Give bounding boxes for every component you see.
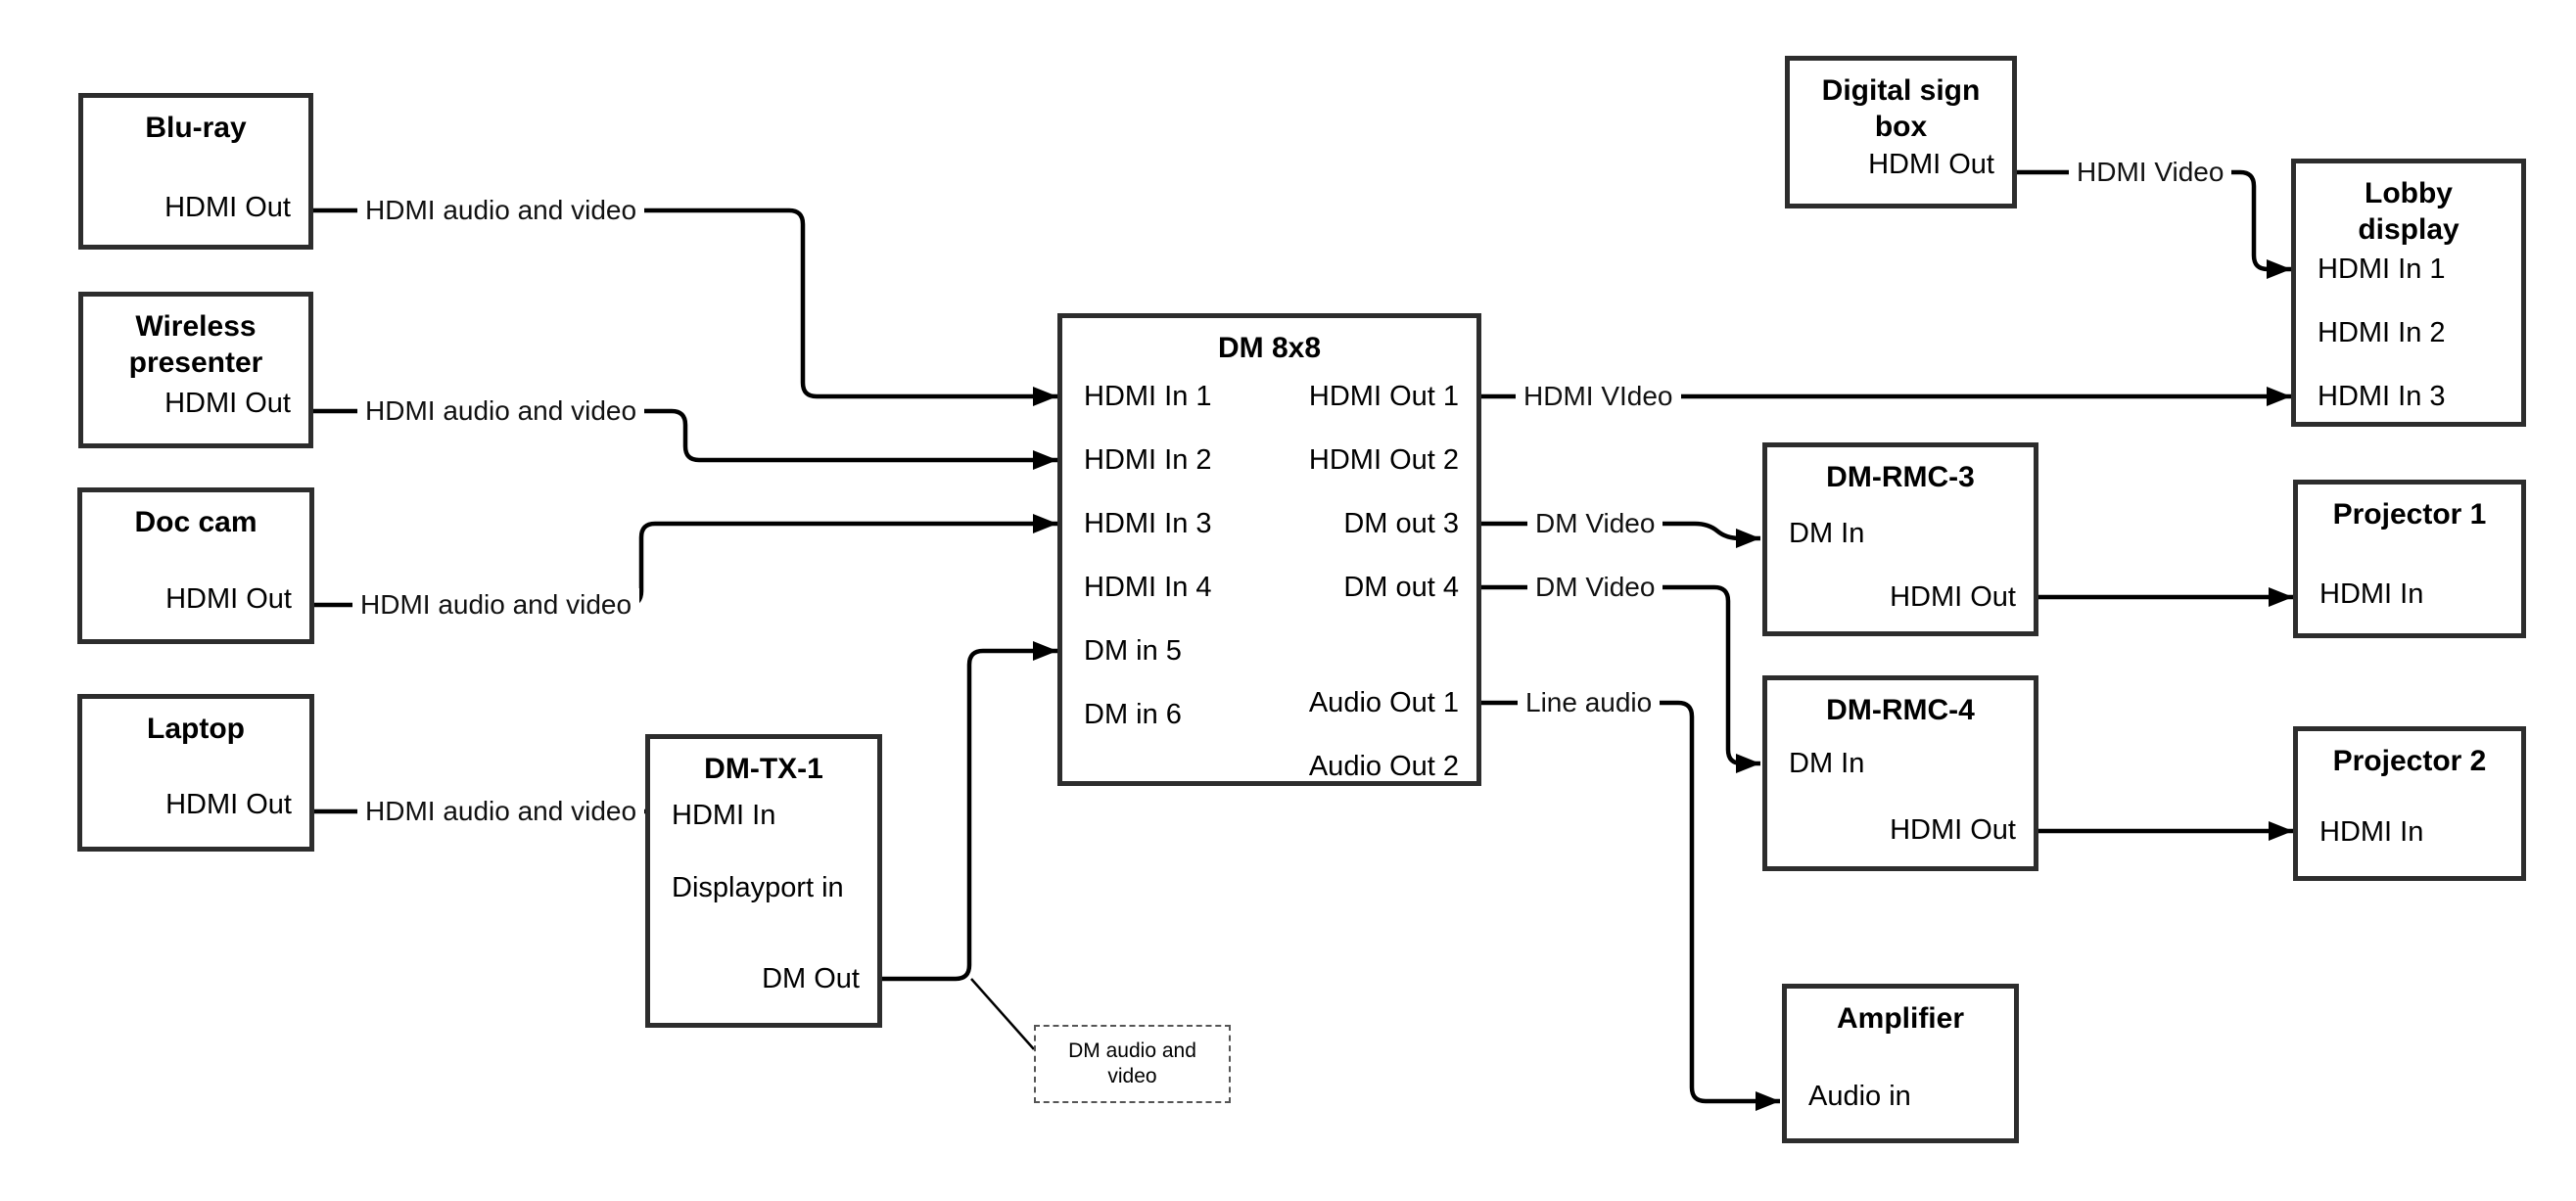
edge-label-bluray-to-dm8x8-in1: HDMI audio and video xyxy=(357,194,645,227)
edge-label-dm8x8-out4-to-rmc4: DM Video xyxy=(1527,571,1663,604)
edge-label-doccam-to-dm8x8-in3: HDMI audio and video xyxy=(352,588,640,622)
edge-label-wireless-to-dm8x8-in2: HDMI audio and video xyxy=(357,394,645,428)
device-projector-1: Projector 1 HDMI In xyxy=(2293,480,2526,638)
port-label: Audio in xyxy=(1808,1081,1911,1112)
node-title: Doc cam xyxy=(134,506,258,538)
port-label: HDMI In 1 xyxy=(1084,381,1212,412)
annotation-dm-audio-video: DM audio and video xyxy=(1034,1025,1231,1103)
node-title: Projector 2 xyxy=(2332,745,2487,777)
port-label: HDMI Out xyxy=(164,388,291,419)
edge-digitalsign-to-lobby-in1 xyxy=(2017,169,2291,279)
node-title: Blu-ray xyxy=(145,112,247,144)
edge-label-laptop-to-dmtx1: HDMI audio and video xyxy=(357,795,645,828)
node-title: box xyxy=(1874,111,1928,143)
annotation-text-line: video xyxy=(1107,1065,1157,1087)
device-projector-2: Projector 2 HDMI In xyxy=(2293,726,2526,881)
port-label: HDMI Out 2 xyxy=(1308,444,1459,476)
port-label: DM In xyxy=(1789,518,1865,549)
port-label: DM out 3 xyxy=(1343,508,1459,539)
edge-dm8x8-out3-to-rmc3 xyxy=(1481,521,1760,548)
port-label: HDMI Out xyxy=(165,583,292,615)
port-label: HDMI In 4 xyxy=(1084,572,1212,603)
device-dm-rmc-4: DM-RMC-4 DM In HDMI Out xyxy=(1762,675,2038,871)
port-label: HDMI Out xyxy=(1890,814,2016,846)
node-title: DM-RMC-3 xyxy=(1826,461,1975,493)
annotation-leader-line xyxy=(970,978,1035,1050)
edge-dmtx1-to-dm8x8-in5 xyxy=(882,641,1057,982)
port-label: HDMI In 3 xyxy=(2318,381,2446,412)
port-label: HDMI Out xyxy=(1868,149,1994,180)
node-title: Projector 1 xyxy=(2332,498,2487,531)
node-title: DM 8x8 xyxy=(1217,332,1322,364)
edge-bluray-to-dm8x8-in1 xyxy=(313,208,1057,406)
node-title: Digital sign xyxy=(1821,74,1981,107)
node-title: Amplifier xyxy=(1836,1002,1965,1035)
port-label: Displayport in xyxy=(672,872,844,903)
port-label: DM out 4 xyxy=(1343,572,1459,603)
port-label: Audio Out 2 xyxy=(1308,751,1459,782)
port-label: HDMI Out 1 xyxy=(1308,381,1459,412)
node-title: display xyxy=(2358,213,2459,246)
annotation-text-line: DM audio and xyxy=(1068,1039,1196,1062)
port-label: DM In xyxy=(1789,748,1865,779)
edge-wireless-to-dm8x8-in2 xyxy=(313,408,1057,470)
edge-label-digitalsign-to-lobby-in1: HDMI Video xyxy=(2069,156,2232,189)
node-title: presenter xyxy=(128,346,263,379)
edge-dm8x8-audio1-to-amplifier xyxy=(1481,700,1780,1111)
port-label: DM in 5 xyxy=(1084,635,1182,667)
port-label: DM Out xyxy=(762,963,860,994)
port-label: HDMI In xyxy=(672,800,776,831)
port-label: Audio Out 1 xyxy=(1308,687,1459,718)
port-label: HDMI In xyxy=(2319,578,2424,610)
edge-label-dm8x8-out3-to-rmc3: DM Video xyxy=(1527,507,1663,540)
node-title: Wireless xyxy=(135,310,257,343)
port-label: HDMI Out xyxy=(1890,581,2016,613)
node-title: DM-RMC-4 xyxy=(1826,694,1975,726)
port-label: DM in 6 xyxy=(1084,699,1182,730)
port-label: HDMI In 2 xyxy=(2318,317,2446,348)
port-label: HDMI In xyxy=(2319,816,2424,848)
node-title: Lobby xyxy=(2365,177,2453,209)
node-title: DM-TX-1 xyxy=(704,753,823,785)
device-dm-rmc-3: DM-RMC-3 DM In HDMI Out xyxy=(1762,442,2038,636)
port-label: HDMI Out xyxy=(165,789,292,820)
port-label: HDMI Out xyxy=(164,192,291,223)
edge-label-dm8x8-out1-to-lobby-in3: HDMI VIdeo xyxy=(1516,380,1681,413)
edge-dm8x8-out4-to-rmc4 xyxy=(1481,584,1760,773)
port-label: HDMI In 3 xyxy=(1084,508,1212,539)
port-label: HDMI In 2 xyxy=(1084,444,1212,476)
node-title: Laptop xyxy=(147,713,245,745)
edge-label-dm8x8-audio1-to-amplifier: Line audio xyxy=(1518,686,1661,719)
port-label: HDMI In 1 xyxy=(2318,254,2446,285)
